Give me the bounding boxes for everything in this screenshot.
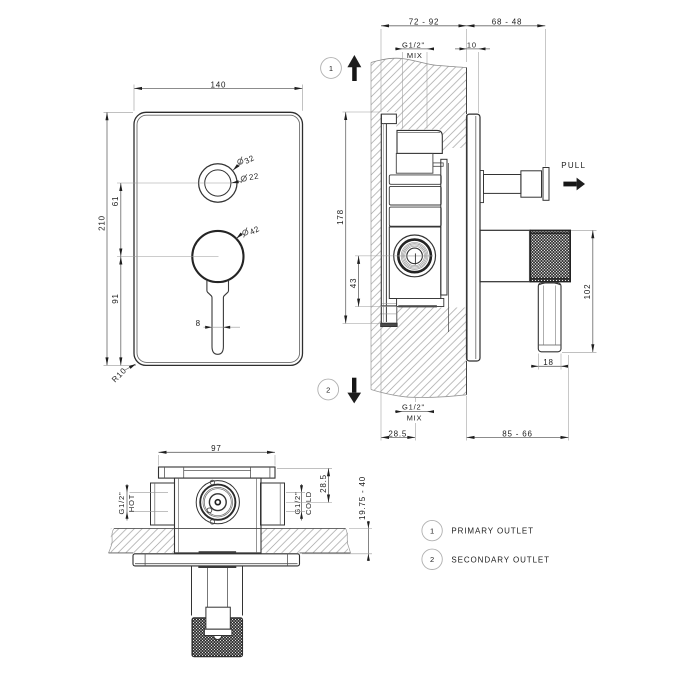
svg-text:PRIMARY OUTLET: PRIMARY OUTLET xyxy=(451,527,534,536)
svg-text:PULL: PULL xyxy=(561,161,586,170)
svg-text:2: 2 xyxy=(326,385,330,394)
svg-text:32: 32 xyxy=(243,153,256,166)
svg-text:2: 2 xyxy=(430,555,434,564)
svg-text:G1/2": G1/2" xyxy=(402,41,425,50)
svg-text:G1/2": G1/2" xyxy=(117,492,126,515)
svg-text:1: 1 xyxy=(430,526,434,535)
svg-text:140: 140 xyxy=(211,80,227,89)
svg-text:G1/2": G1/2" xyxy=(293,492,302,515)
svg-text:85 - 66: 85 - 66 xyxy=(502,429,533,438)
svg-text:MIX: MIX xyxy=(407,414,423,423)
svg-text:68 - 48: 68 - 48 xyxy=(492,18,523,27)
svg-text:19.75 - 40: 19.75 - 40 xyxy=(358,476,367,520)
svg-text:91: 91 xyxy=(111,293,120,304)
svg-text:102: 102 xyxy=(583,284,592,300)
svg-text:18: 18 xyxy=(543,358,554,367)
svg-text:61: 61 xyxy=(111,196,120,207)
svg-text:210: 210 xyxy=(97,215,106,231)
svg-text:MIX: MIX xyxy=(407,51,423,60)
svg-text:42: 42 xyxy=(248,224,261,237)
svg-text:G1/2": G1/2" xyxy=(402,402,425,411)
svg-text:28.5: 28.5 xyxy=(388,429,407,438)
svg-text:97: 97 xyxy=(211,444,222,453)
svg-text:28.5: 28.5 xyxy=(319,474,328,493)
svg-text:COLD: COLD xyxy=(304,491,313,515)
svg-text:SECONDARY OUTLET: SECONDARY OUTLET xyxy=(451,555,550,564)
svg-text:10: 10 xyxy=(467,41,477,50)
svg-text:178: 178 xyxy=(336,209,345,225)
svg-text:8: 8 xyxy=(196,319,201,328)
svg-text:1: 1 xyxy=(329,64,333,73)
svg-text:HOT: HOT xyxy=(127,494,136,512)
svg-text:72 - 92: 72 - 92 xyxy=(409,18,440,27)
svg-text:43: 43 xyxy=(349,278,358,289)
svg-text:22: 22 xyxy=(248,172,259,183)
